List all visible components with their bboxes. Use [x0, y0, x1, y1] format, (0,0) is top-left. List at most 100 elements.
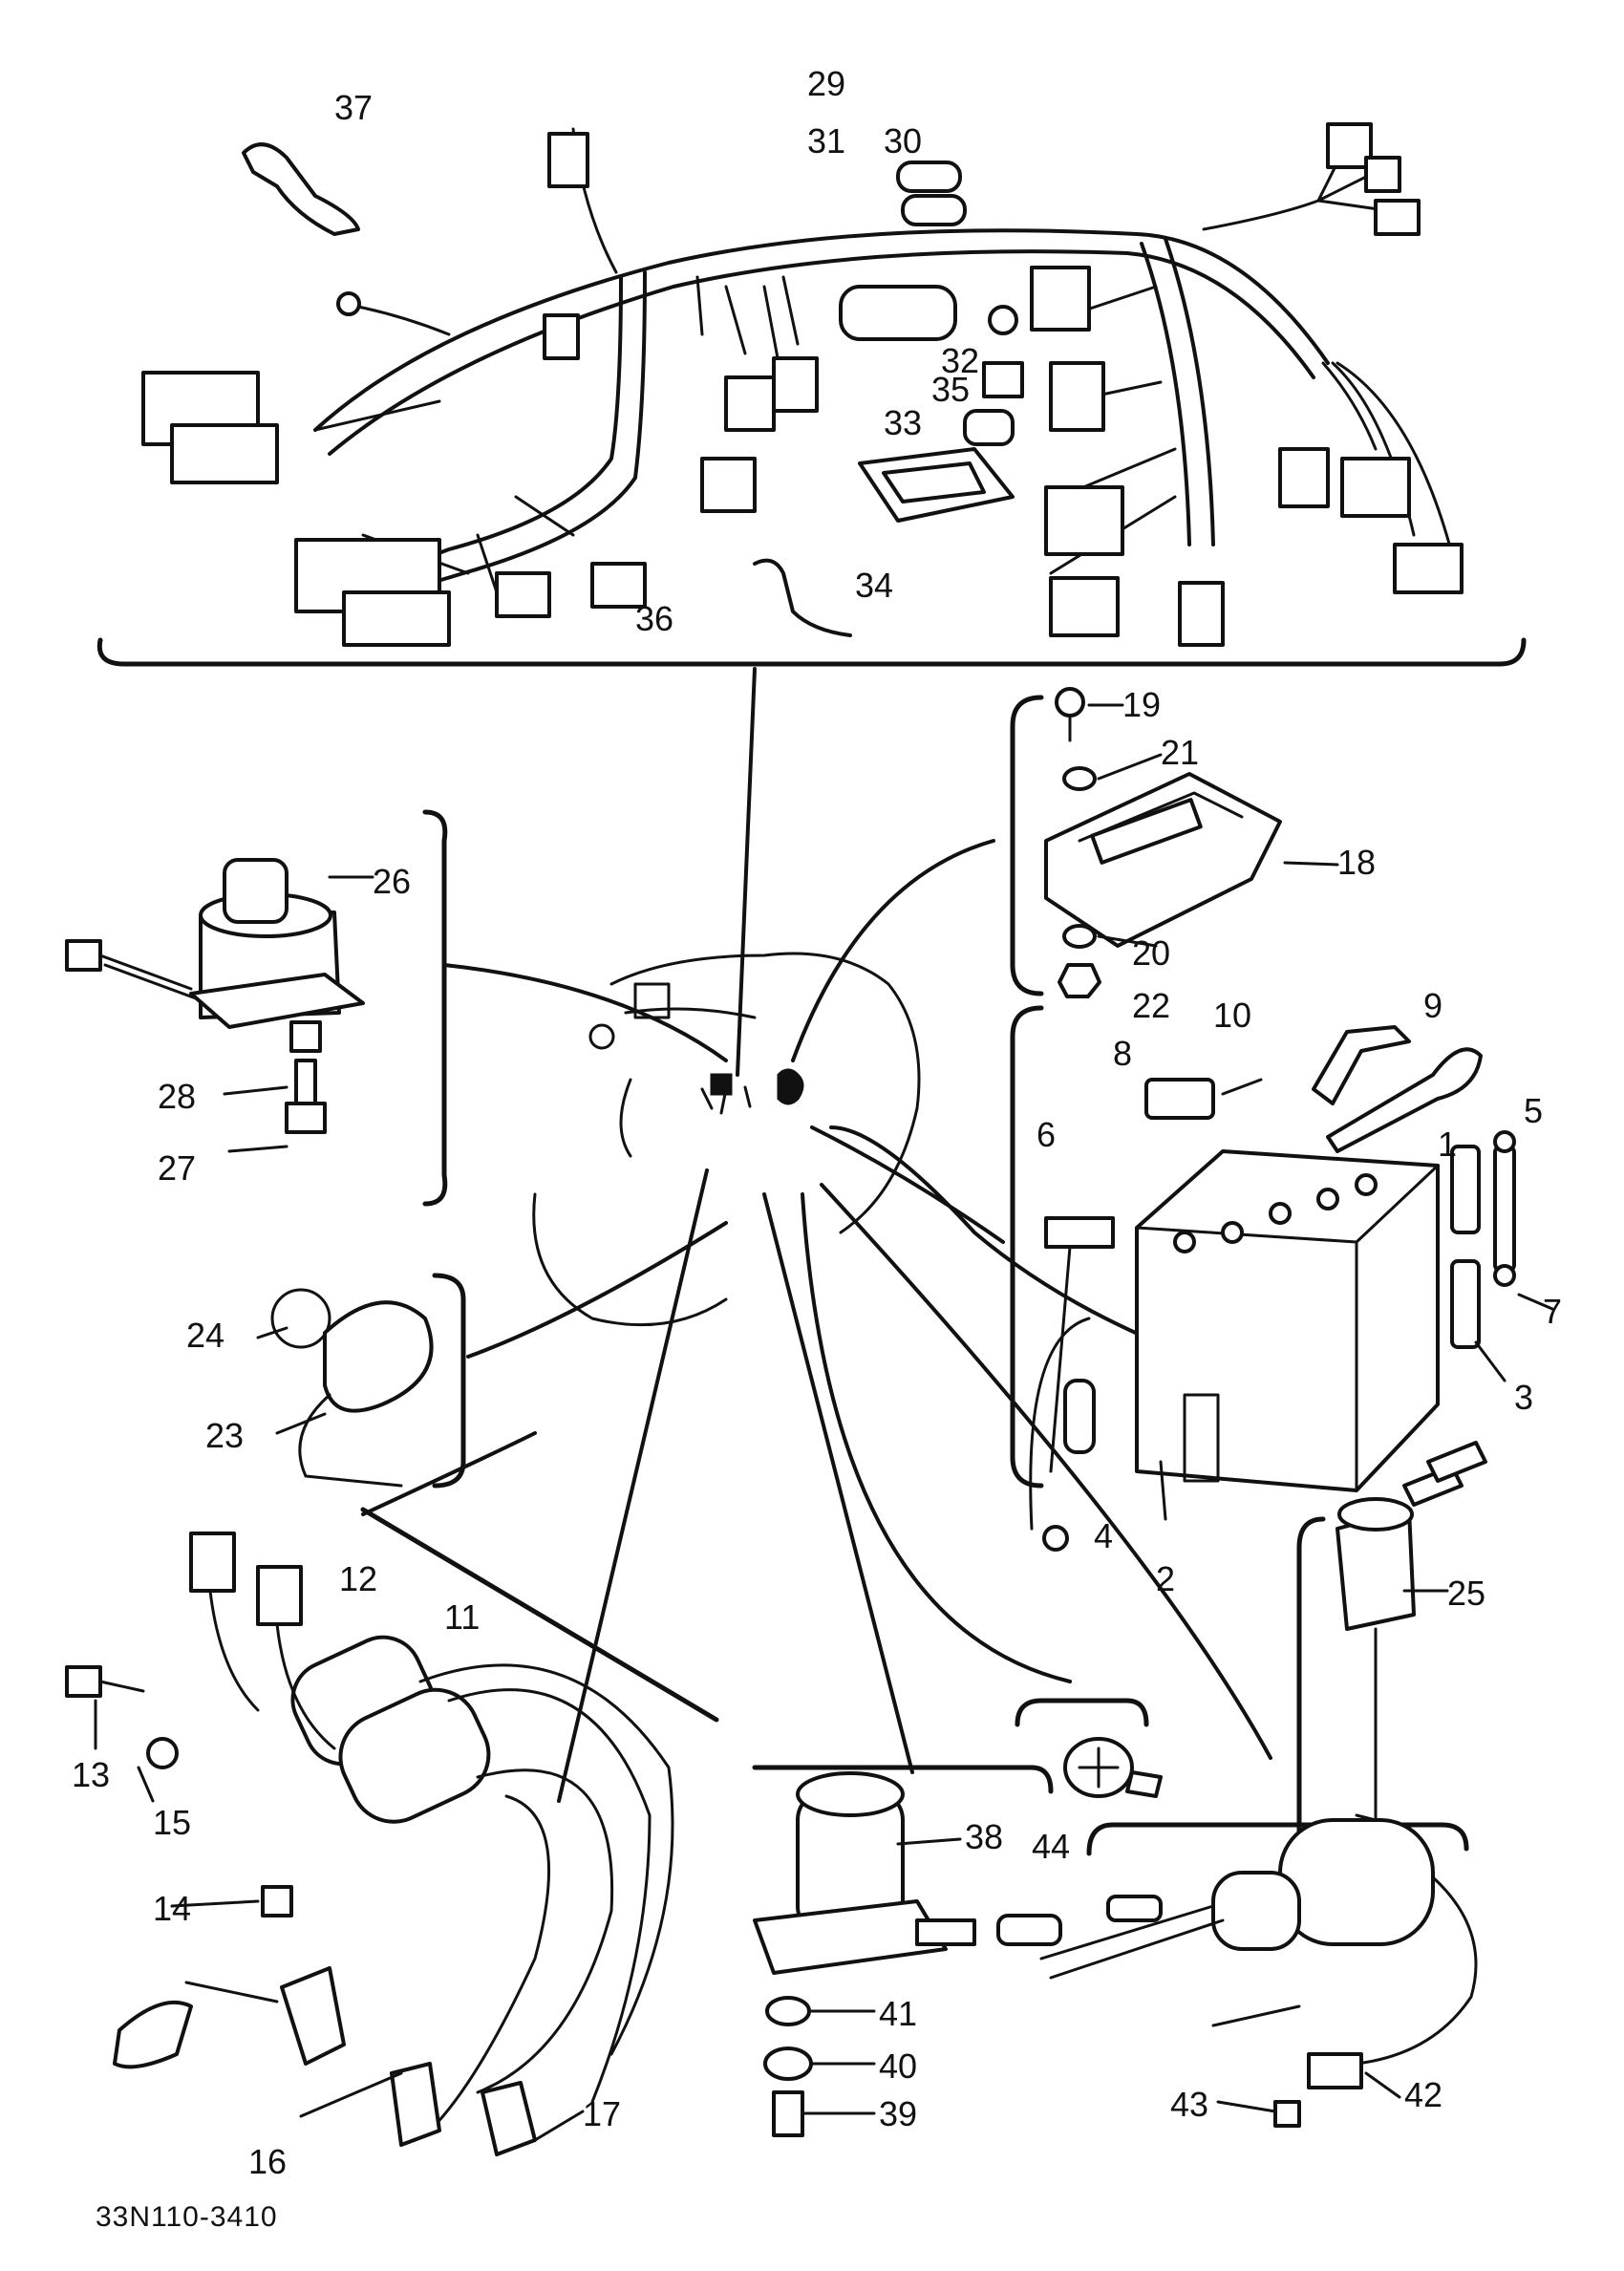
starter-motor-42	[1278, 1818, 1435, 1946]
callout-8: 8	[1113, 1034, 1132, 1073]
regulator-group	[1010, 687, 1339, 998]
nut-28	[289, 1020, 322, 1053]
callout-labels: 1 2 3 4 5 6 7 8 9 10 11 12 13 14 15 16 1…	[72, 64, 1562, 2181]
cover-3	[1450, 1259, 1481, 1349]
callout-13: 13	[72, 1755, 110, 1794]
plug-cap-16a	[280, 1966, 346, 2066]
screw-19	[1055, 687, 1085, 718]
o-ring-24	[270, 1288, 331, 1349]
callout-9: 9	[1423, 986, 1442, 1025]
callout-40: 40	[879, 2046, 917, 2086]
harness-entry-marker	[777, 1068, 804, 1105]
callout-15: 15	[153, 1803, 191, 1842]
bolt-39	[772, 2090, 804, 2137]
callout-36: 36	[635, 599, 673, 638]
callout-23: 23	[205, 1416, 244, 1455]
callout-19: 19	[1122, 685, 1161, 724]
bracket-34	[858, 447, 1015, 523]
screw-43	[1273, 2100, 1301, 2128]
starter-relay-group	[752, 1765, 1163, 2137]
cover-1a	[1450, 1145, 1481, 1234]
motorcycle-outline	[532, 952, 921, 1327]
callout-26: 26	[373, 862, 411, 901]
horn-group	[1015, 1698, 1163, 1798]
callout-2: 2	[1156, 1559, 1175, 1598]
callout-43: 43	[1170, 2085, 1208, 2124]
callout-35: 35	[931, 370, 970, 409]
callout-30: 30	[884, 121, 922, 161]
connector-top-left	[547, 132, 589, 188]
drawing-code: 33N110-3410	[96, 2201, 278, 2233]
callout-14: 14	[153, 1889, 191, 1928]
callout-41: 41	[879, 1994, 917, 2033]
bracket-8	[1144, 1078, 1215, 1120]
band-6	[1044, 1216, 1115, 1249]
cable-5	[1326, 1047, 1483, 1153]
callout-17: 17	[583, 2094, 621, 2133]
callout-18: 18	[1337, 843, 1376, 882]
callout-25: 25	[1447, 1574, 1485, 1613]
leader-arrows	[361, 667, 1301, 1803]
callout-10: 10	[1213, 996, 1251, 1035]
fuse-31	[901, 194, 967, 226]
washer-41	[765, 1996, 811, 2026]
harness-main-tube	[313, 228, 1330, 432]
bolt-27	[285, 1059, 327, 1134]
callout-22: 22	[1132, 986, 1170, 1025]
clip-7	[1493, 1145, 1516, 1273]
screw-left	[65, 939, 102, 972]
callout-39: 39	[879, 2094, 917, 2133]
callout-11: 11	[444, 1597, 480, 1637]
callout-7: 7	[1543, 1292, 1562, 1331]
ignition-switch-group	[65, 809, 448, 1207]
ignition-coil-group	[65, 1507, 719, 2156]
lens-33	[963, 409, 1015, 446]
callout-28: 28	[158, 1077, 196, 1116]
battery-2	[1135, 1149, 1440, 1492]
callout-33: 33	[884, 403, 922, 442]
washer-20	[1062, 924, 1097, 949]
callout-21: 21	[1161, 733, 1199, 772]
washer-21	[1062, 766, 1097, 791]
washer-15	[146, 1737, 179, 1769]
callout-27: 27	[158, 1148, 196, 1188]
callout-38: 38	[965, 1817, 1003, 1856]
callout-34: 34	[855, 566, 893, 605]
callout-16: 16	[248, 2142, 287, 2181]
callout-12: 12	[339, 1559, 377, 1598]
callout-4: 4	[1094, 1516, 1113, 1555]
flasher-relay-box	[839, 285, 957, 341]
callout-42: 42	[1404, 2075, 1442, 2114]
socket-35	[982, 361, 1024, 398]
callout-44: 44	[1032, 1827, 1070, 1866]
starter-motor-group	[1039, 1818, 1478, 2128]
nut-22	[1058, 963, 1101, 998]
callout-37: 37	[334, 88, 373, 127]
bulb-32	[988, 305, 1018, 335]
regulator-18	[1044, 772, 1282, 948]
plug-cap-16b	[390, 2062, 441, 2147]
callout-20: 20	[1132, 933, 1170, 973]
harness-branch-left	[409, 275, 623, 566]
plug-cap-17	[481, 2081, 537, 2156]
battery-group	[1010, 1005, 1554, 1552]
coil-11	[338, 1687, 491, 1824]
callout-1: 1	[1438, 1125, 1457, 1164]
bolt-13	[65, 1665, 102, 1698]
callout-24: 24	[186, 1316, 224, 1355]
callout-5: 5	[1524, 1091, 1543, 1130]
callout-32: 32	[941, 341, 979, 380]
resistor-cap	[113, 2000, 193, 2069]
callout-3: 3	[1514, 1378, 1533, 1417]
wire-harness-group	[96, 122, 1527, 667]
ignition-mount-marker	[710, 1073, 733, 1096]
breather-4	[1063, 1379, 1096, 1454]
harness-branch-right	[1140, 242, 1191, 546]
callout-6: 6	[1036, 1115, 1056, 1154]
washer-40	[763, 2046, 813, 2081]
clamp-37	[242, 142, 360, 236]
harness-bracket	[96, 637, 1527, 667]
callout-29: 29	[807, 64, 845, 103]
neutral-switch-group	[256, 1273, 466, 1489]
